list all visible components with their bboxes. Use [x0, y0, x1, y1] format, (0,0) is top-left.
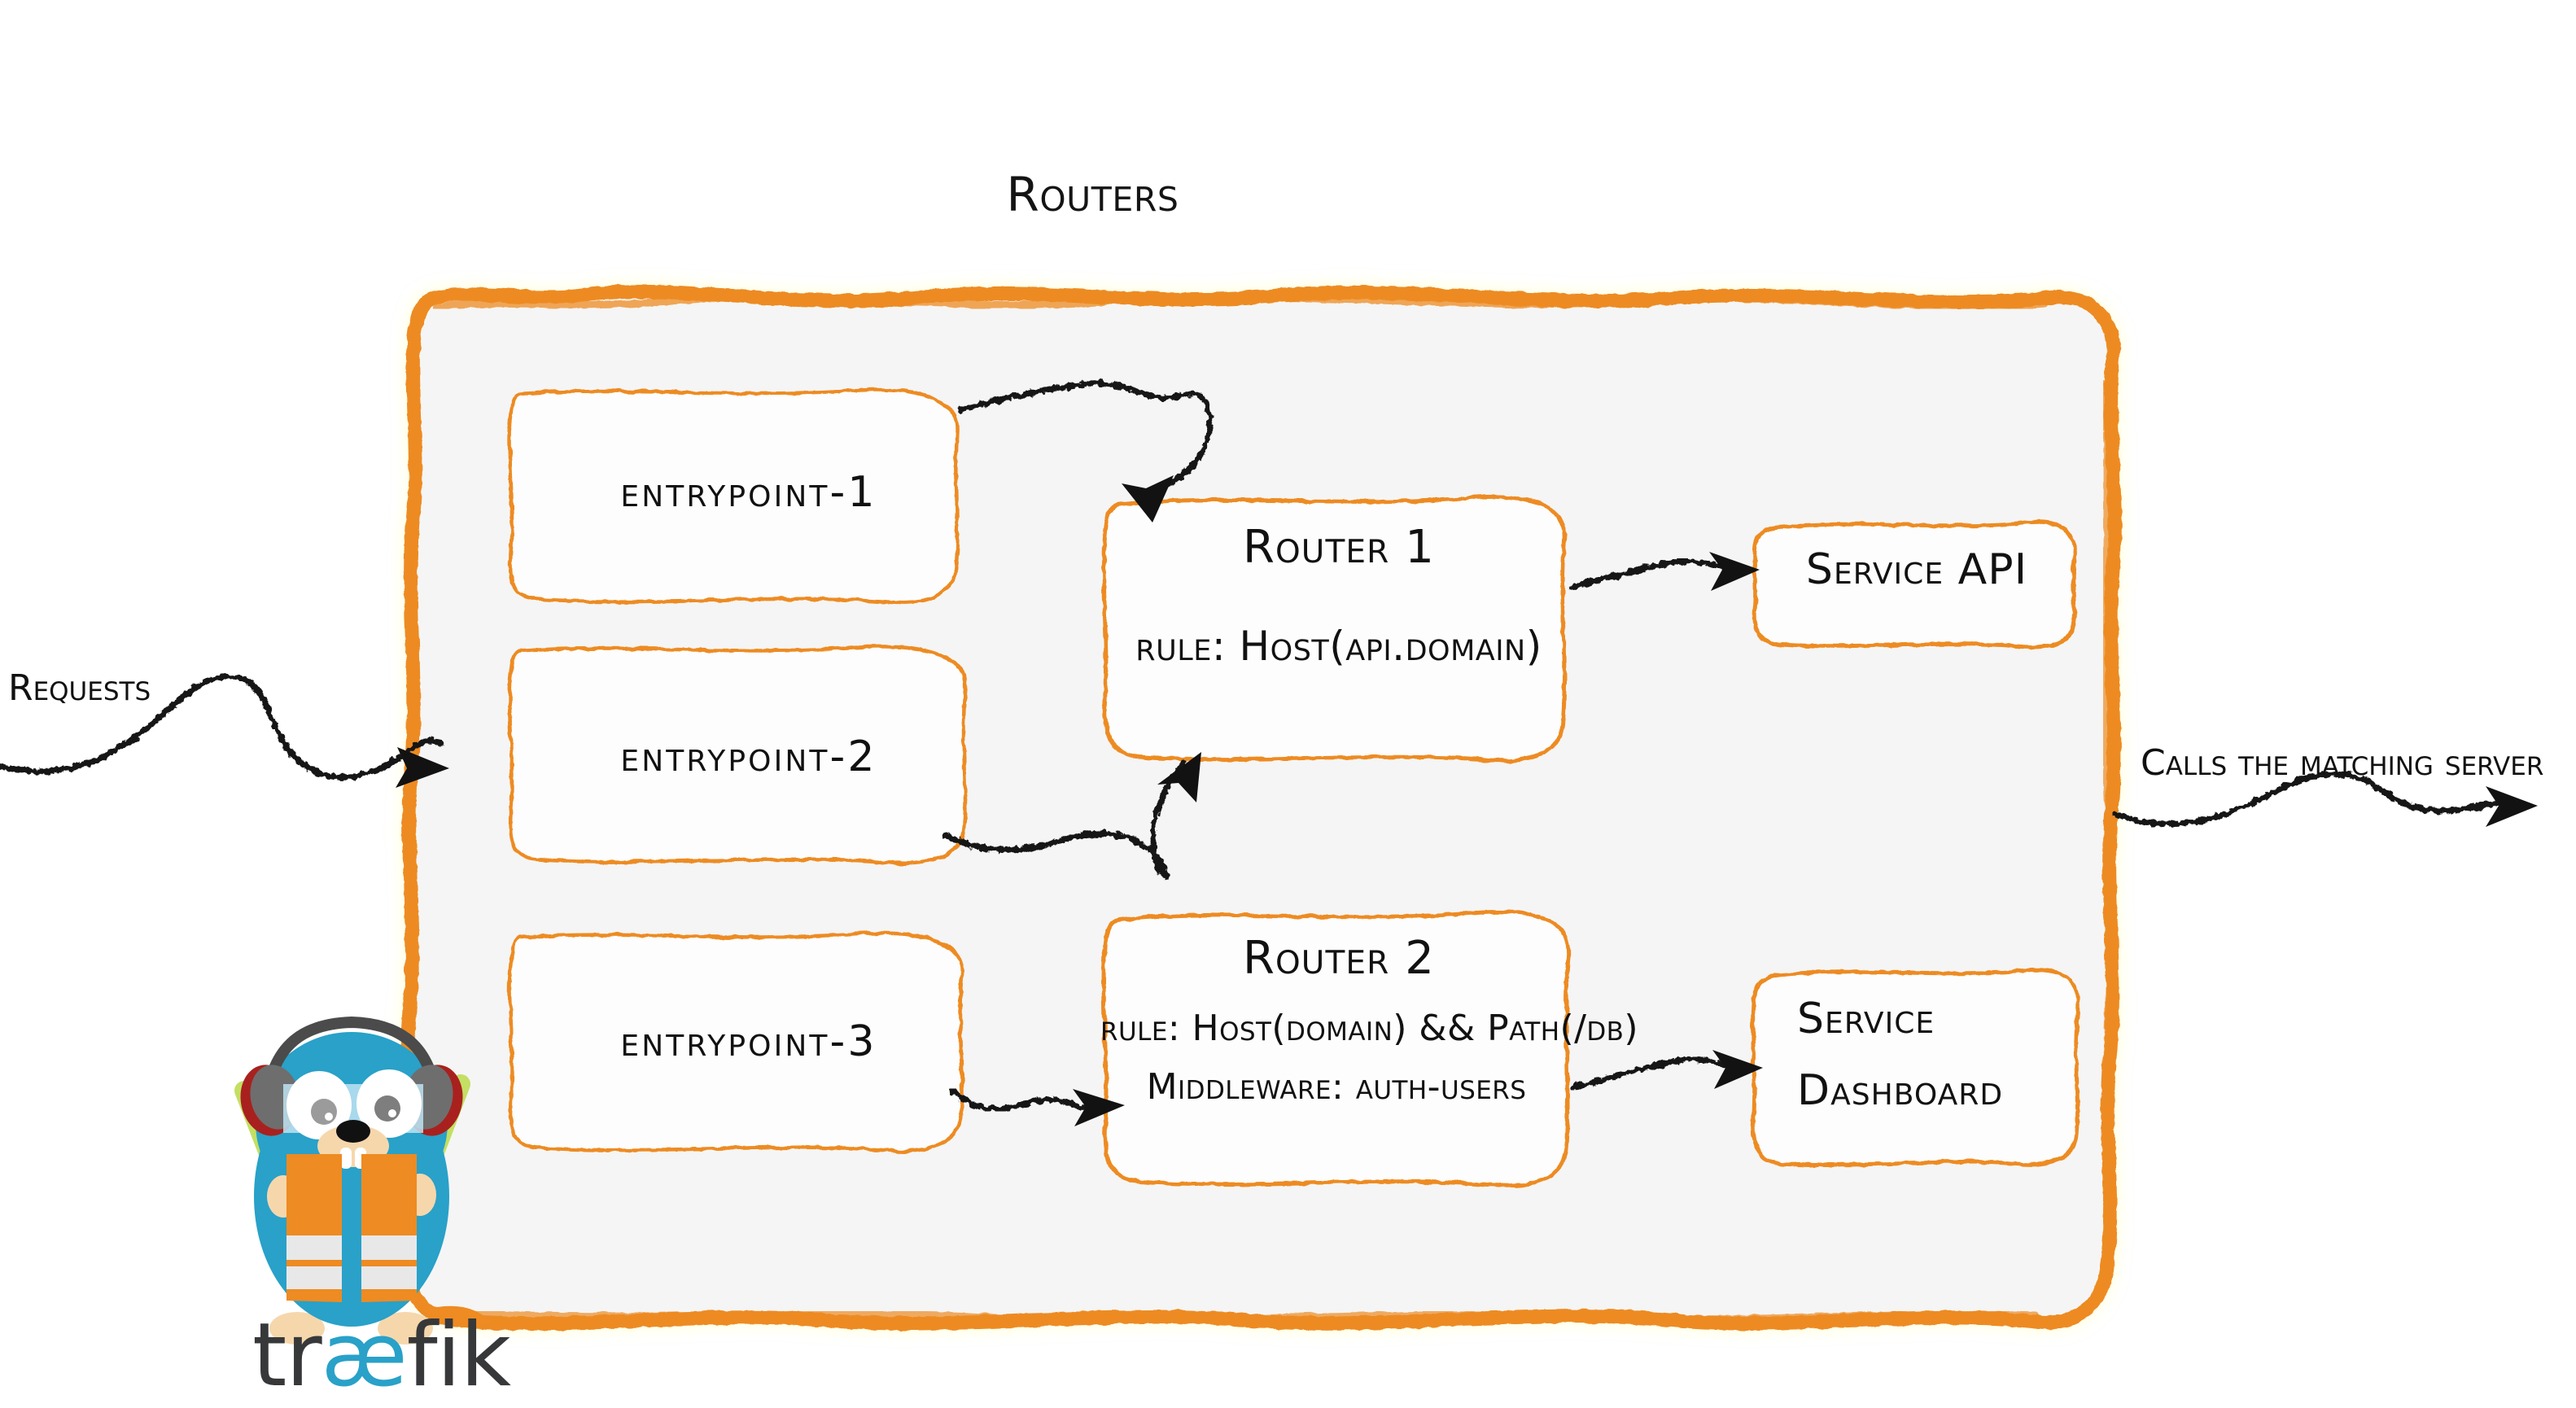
routers-panel	[400, 284, 2122, 1331]
arrow-ep2-router1	[942, 752, 1201, 881]
page-title: Routers	[0, 167, 2576, 222]
gopher-eyes	[286, 1069, 422, 1139]
arrow-router2-servicedashboard	[1571, 1050, 1763, 1091]
gopher-arms	[267, 1174, 436, 1218]
arrow-router1-serviceapi	[1568, 552, 1760, 591]
entrypoint-2-label: entrypoint-2	[620, 732, 877, 781]
headphone-right-cup	[403, 1065, 463, 1136]
entrypoint-3-label: entrypoint-3	[620, 1017, 877, 1066]
gopher-body	[254, 1066, 449, 1327]
router-1-title: Router 1	[1242, 521, 1436, 574]
gopher-head	[256, 1032, 448, 1214]
arrow-ep3-router2	[949, 1087, 1125, 1126]
service-api-label: Service API	[1805, 545, 2028, 594]
router-2-middleware: Middleware: auth-users	[1146, 1066, 1527, 1108]
calls-matching-server-label: Calls the matching server	[2141, 742, 2544, 784]
arrow-ep1-router1	[957, 380, 1214, 523]
wordmark-post: fik	[406, 1305, 511, 1406]
entrypoint-1-label: entrypoint-1	[620, 468, 877, 517]
router-1-rule: rule: Host(api.domain)	[1135, 623, 1542, 670]
router-2-title: Router 2	[1242, 932, 1436, 985]
marshalling-wands	[234, 1074, 470, 1222]
router-2-rule: rule: Host(domain) && Path(/db)	[1100, 1008, 1638, 1049]
safety-goggles-strap	[283, 1084, 423, 1133]
gopher-snout	[317, 1120, 389, 1169]
headphone-band	[260, 1016, 444, 1119]
headphone-left-cup	[240, 1065, 300, 1136]
service-dashboard-label-line1: Service	[1797, 995, 1935, 1043]
safety-vest	[286, 1154, 417, 1302]
wordmark-ae-ligature: æ	[321, 1305, 408, 1406]
routers-title-text: Routers	[1006, 167, 1179, 222]
traefik-gopher-mascot	[234, 1016, 492, 1345]
wordmark-pre: tr	[252, 1305, 322, 1406]
traefik-wordmark: træfik	[252, 1312, 511, 1400]
service-dashboard-label-line2: Dashboard	[1797, 1066, 2004, 1115]
requests-label: Requests	[8, 667, 151, 709]
